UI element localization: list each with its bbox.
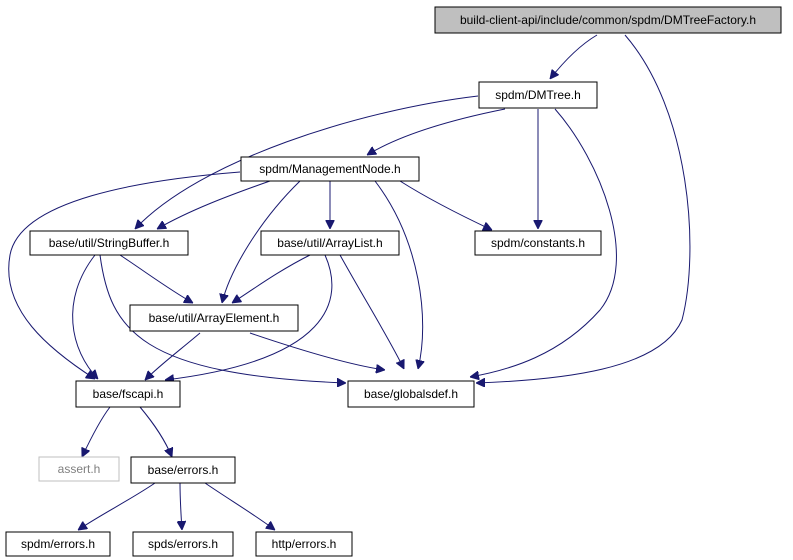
node-assert-label: assert.h (58, 462, 101, 476)
edge-mgmt-to-arrayelement (222, 180, 301, 303)
edge-stringbuffer-to-globalsdef (99, 254, 346, 383)
node-management-node-label: spdm/ManagementNode.h (259, 162, 400, 176)
edge-fscapi-to-errors (139, 406, 172, 457)
node-array-element-box (129, 304, 299, 332)
edge-root-to-dmtree (550, 34, 598, 79)
node-errors-box (130, 456, 236, 484)
edge-fscapi-to-assert (82, 406, 111, 457)
edge-arrayelement-to-fscapi (145, 332, 201, 380)
edge-dmtree-to-mgmt (367, 108, 506, 155)
node-root[interactable]: build-client-api/include/common/spdm/DMT… (434, 6, 782, 34)
node-dmtree[interactable]: spdm/DMTree.h (478, 81, 598, 109)
node-string-buffer-box (29, 230, 189, 256)
edge-arraylist-to-fscapi (165, 254, 333, 380)
node-http-errors[interactable]: http/errors.h (255, 531, 353, 557)
node-spds-errors-label: spds/errors.h (148, 537, 218, 551)
edge-dmtree-to-globalsdef (470, 108, 617, 377)
node-errors[interactable]: base/errors.h (130, 456, 236, 484)
node-spds-errors[interactable]: spds/errors.h (132, 531, 234, 557)
node-spdm-errors-label: spdm/errors.h (21, 537, 95, 551)
node-globalsdef[interactable]: base/globalsdef.h (347, 380, 475, 408)
node-errors-label: base/errors.h (148, 463, 219, 477)
node-array-list[interactable]: base/util/ArrayList.h (260, 230, 400, 256)
node-constants[interactable]: spdm/constants.h (474, 230, 602, 256)
node-array-element-label: base/util/ArrayElement.h (149, 311, 280, 325)
edges (8, 34, 691, 530)
node-string-buffer[interactable]: base/util/StringBuffer.h (29, 230, 189, 256)
edge-mgmt-to-stringbuffer (157, 180, 271, 229)
node-http-errors-box (255, 531, 353, 557)
edge-errors-to-spds-errors (180, 482, 182, 530)
edge-errors-to-http-errors (204, 482, 275, 530)
node-constants-label: spdm/constants.h (491, 236, 585, 250)
edge-mgmt-to-globalsdef (374, 180, 423, 369)
node-constants-box (474, 230, 602, 256)
node-assert: assert.h (38, 456, 120, 482)
node-spdm-errors[interactable]: spdm/errors.h (5, 531, 111, 557)
edge-dmtree-to-stringbuffer (135, 95, 479, 229)
node-fscapi-label: base/fscapi.h (93, 387, 164, 401)
node-management-node-box (240, 156, 420, 182)
node-root-box (434, 6, 782, 34)
node-management-node[interactable]: spdm/ManagementNode.h (240, 156, 420, 182)
node-root-label: build-client-api/include/common/spdm/DMT… (460, 13, 756, 27)
edge-errors-to-spdm-errors (78, 482, 156, 530)
node-fscapi-box (75, 380, 181, 408)
node-dmtree-box (478, 81, 598, 109)
node-http-errors-label: http/errors.h (272, 537, 337, 551)
edge-mgmt-to-fscapi (8, 171, 241, 379)
edge-arrayelement-to-globalsdef (249, 332, 385, 370)
edge-stringbuffer-to-fscapi (72, 254, 98, 379)
edge-arraylist-to-arrayelement (232, 254, 311, 303)
edge-root-to-globalsdef (476, 34, 691, 383)
node-dmtree-label: spdm/DMTree.h (495, 88, 581, 102)
node-array-element[interactable]: base/util/ArrayElement.h (129, 304, 299, 332)
node-array-list-label: base/util/ArrayList.h (277, 236, 382, 250)
node-spdm-errors-box (5, 531, 111, 557)
node-globalsdef-box (347, 380, 475, 408)
edge-stringbuffer-to-arrayelement (119, 254, 193, 303)
node-assert-box (38, 456, 120, 482)
edge-arraylist-to-globalsdef (339, 254, 404, 369)
node-globalsdef-label: base/globalsdef.h (364, 387, 458, 401)
node-spds-errors-box (132, 531, 234, 557)
node-array-list-box (260, 230, 400, 256)
node-fscapi[interactable]: base/fscapi.h (75, 380, 181, 408)
node-string-buffer-label: base/util/StringBuffer.h (49, 236, 170, 250)
edge-mgmt-to-constants (399, 180, 492, 230)
